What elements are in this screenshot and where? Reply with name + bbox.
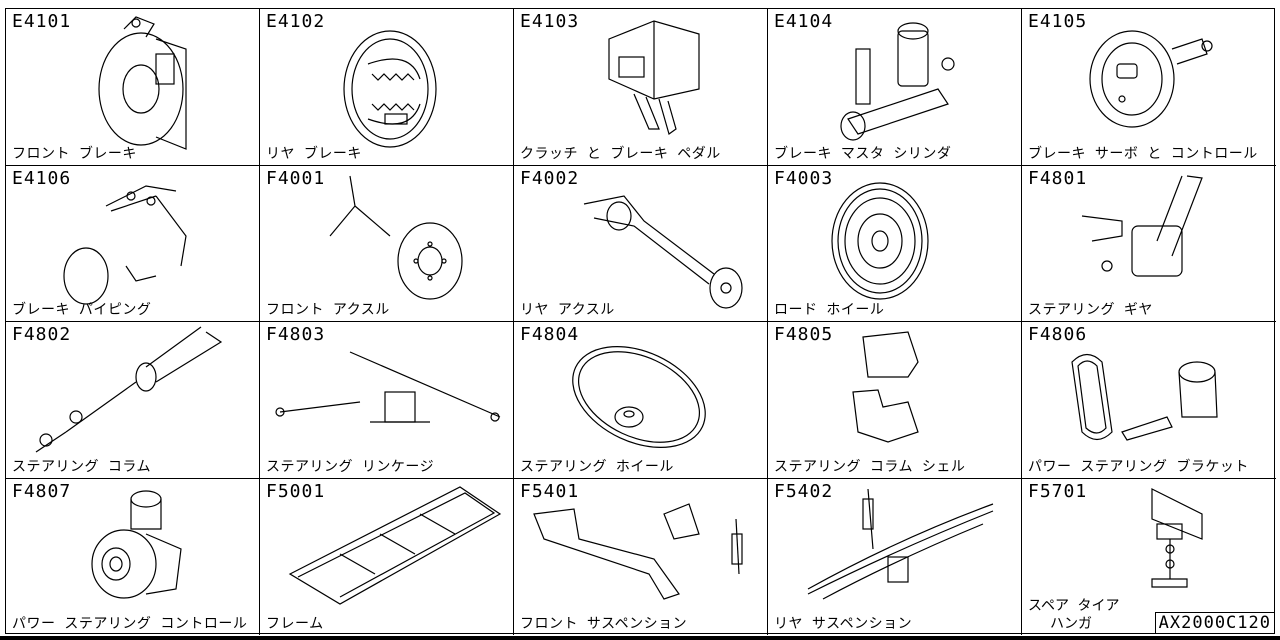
cell-f5701[interactable]: F5701 スペア タイア ハンガ xyxy=(1022,479,1276,636)
brake-servo-icon xyxy=(1089,30,1213,128)
part-label: ブレーキ パイピング xyxy=(12,302,152,318)
ps-bracket-icon xyxy=(1071,353,1218,441)
part-code: F4801 xyxy=(1028,167,1088,189)
steering-linkage-icon xyxy=(275,351,501,423)
part-label: リヤ アクスル xyxy=(520,302,615,318)
steering-wheel-icon xyxy=(572,346,706,448)
part-code: F4805 xyxy=(774,324,834,345)
cell-f5402[interactable]: F5402 リヤ サスペンション xyxy=(768,478,1022,635)
part-code: E4104 xyxy=(774,11,834,32)
steering-column-icon xyxy=(35,326,223,453)
part-label: リヤ サスペンション xyxy=(774,616,913,632)
rear-axle-icon xyxy=(583,194,743,309)
cell-e4103[interactable]: E4103 クラッチ と ブレーキ ペダル xyxy=(514,9,768,166)
part-label: ステアリング ギヤ xyxy=(1028,302,1153,318)
cell-f4801[interactable]: F4801 ステアリング ギヤ xyxy=(1022,166,1276,322)
part-label: ステアリング ホイール xyxy=(520,458,674,475)
part-code: E4101 xyxy=(12,11,72,32)
part-label: クラッチ と ブレーキ ペダル xyxy=(520,145,721,162)
part-code: E4106 xyxy=(12,167,72,189)
cell-f4001[interactable]: F4001 フロント アクスル xyxy=(260,165,514,322)
parts-index-grid: E4101 フロント ブレーキ E4102 リヤ ブレーキ E4103 クラッチ… xyxy=(5,8,1276,636)
part-code: E4103 xyxy=(520,11,580,32)
spare-tire-hanger-icon xyxy=(1151,487,1203,588)
frame-icon xyxy=(288,485,502,605)
part-code: F4806 xyxy=(1028,324,1088,345)
master-cylinder-icon xyxy=(840,22,955,141)
part-label: ステアリング リンケージ xyxy=(266,458,435,475)
cell-f4804[interactable]: F4804 ステアリング ホイール xyxy=(514,322,768,479)
part-label: ロード ホイール xyxy=(774,302,885,318)
column-shell-icon xyxy=(852,331,919,443)
part-code: F5701 xyxy=(1028,480,1088,502)
ps-control-icon xyxy=(91,489,182,599)
part-label: リヤ ブレーキ xyxy=(266,145,362,162)
rear-suspension-icon xyxy=(807,488,994,600)
part-code: E4105 xyxy=(1028,11,1088,32)
cell-e4101[interactable]: E4101 フロント ブレーキ xyxy=(6,9,260,166)
cell-f4803[interactable]: F4803 ステアリング リンケージ xyxy=(260,322,514,479)
cell-e4102[interactable]: E4102 リヤ ブレーキ xyxy=(260,9,514,166)
cell-f5401[interactable]: F5401 フロント サスペンション xyxy=(514,478,768,635)
part-label: フレーム xyxy=(266,616,324,632)
part-label: ブレーキ マスタ シリンダ xyxy=(774,145,952,162)
cell-e4105[interactable]: E4105 ブレーキ サーボ と コントロール xyxy=(1022,9,1276,166)
part-label: ステアリング コラム xyxy=(12,458,152,475)
bottom-border xyxy=(0,636,1280,640)
part-label: フロント サスペンション xyxy=(520,616,688,632)
part-code: F4003 xyxy=(774,167,834,189)
road-wheel-icon xyxy=(831,181,929,300)
part-label: フロント アクスル xyxy=(266,302,390,318)
cell-f4802[interactable]: F4802 ステアリング コラム xyxy=(6,322,260,479)
cell-f4003[interactable]: F4003 ロード ホイール xyxy=(768,165,1022,322)
cell-f4806[interactable]: F4806 パワー ステアリング ブラケット xyxy=(1022,322,1276,479)
part-code: F5402 xyxy=(774,480,834,502)
part-code: F4804 xyxy=(520,324,580,345)
part-code: F4802 xyxy=(12,324,72,345)
part-code: F4002 xyxy=(520,167,580,189)
part-label: ステアリング コラム シェル xyxy=(774,458,966,475)
cell-f4002[interactable]: F4002 リヤ アクスル xyxy=(514,165,768,322)
part-label-line2: ハンガ xyxy=(1050,616,1092,632)
cell-f5001[interactable]: F5001 フレーム xyxy=(260,478,514,635)
part-label: ブレーキ サーボ と コントロール xyxy=(1028,145,1258,162)
part-code: E4102 xyxy=(266,11,326,32)
rear-brake-icon xyxy=(343,30,437,148)
part-label: パワー ステアリング ブラケット xyxy=(1028,458,1249,475)
cell-f4807[interactable]: F4807 パワー ステアリング コントロール xyxy=(6,478,260,635)
steering-gear-icon xyxy=(1081,174,1203,277)
part-code: F4803 xyxy=(266,324,326,345)
part-code: F5001 xyxy=(266,480,326,502)
cell-e4106[interactable]: E4106 ブレーキ パイピング xyxy=(6,165,260,322)
brake-piping-icon xyxy=(63,184,187,305)
part-label: パワー ステアリング コントロール xyxy=(12,616,248,632)
reference-code: AX2000C120 xyxy=(1154,612,1275,634)
cell-e4104[interactable]: E4104 ブレーキ マスタ シリンダ xyxy=(768,9,1022,166)
part-label: フロント ブレーキ xyxy=(12,145,137,162)
front-axle-icon xyxy=(329,175,463,300)
front-brake-icon xyxy=(98,16,187,150)
part-code: F4807 xyxy=(12,480,72,502)
front-suspension-icon xyxy=(533,502,743,600)
part-label: スペア タイア xyxy=(1028,598,1120,614)
part-code: F5401 xyxy=(520,480,580,502)
cell-f4805[interactable]: F4805 ステアリング コラム シェル xyxy=(768,322,1022,479)
part-code: F4001 xyxy=(266,167,326,189)
pedal-icon xyxy=(608,20,700,135)
